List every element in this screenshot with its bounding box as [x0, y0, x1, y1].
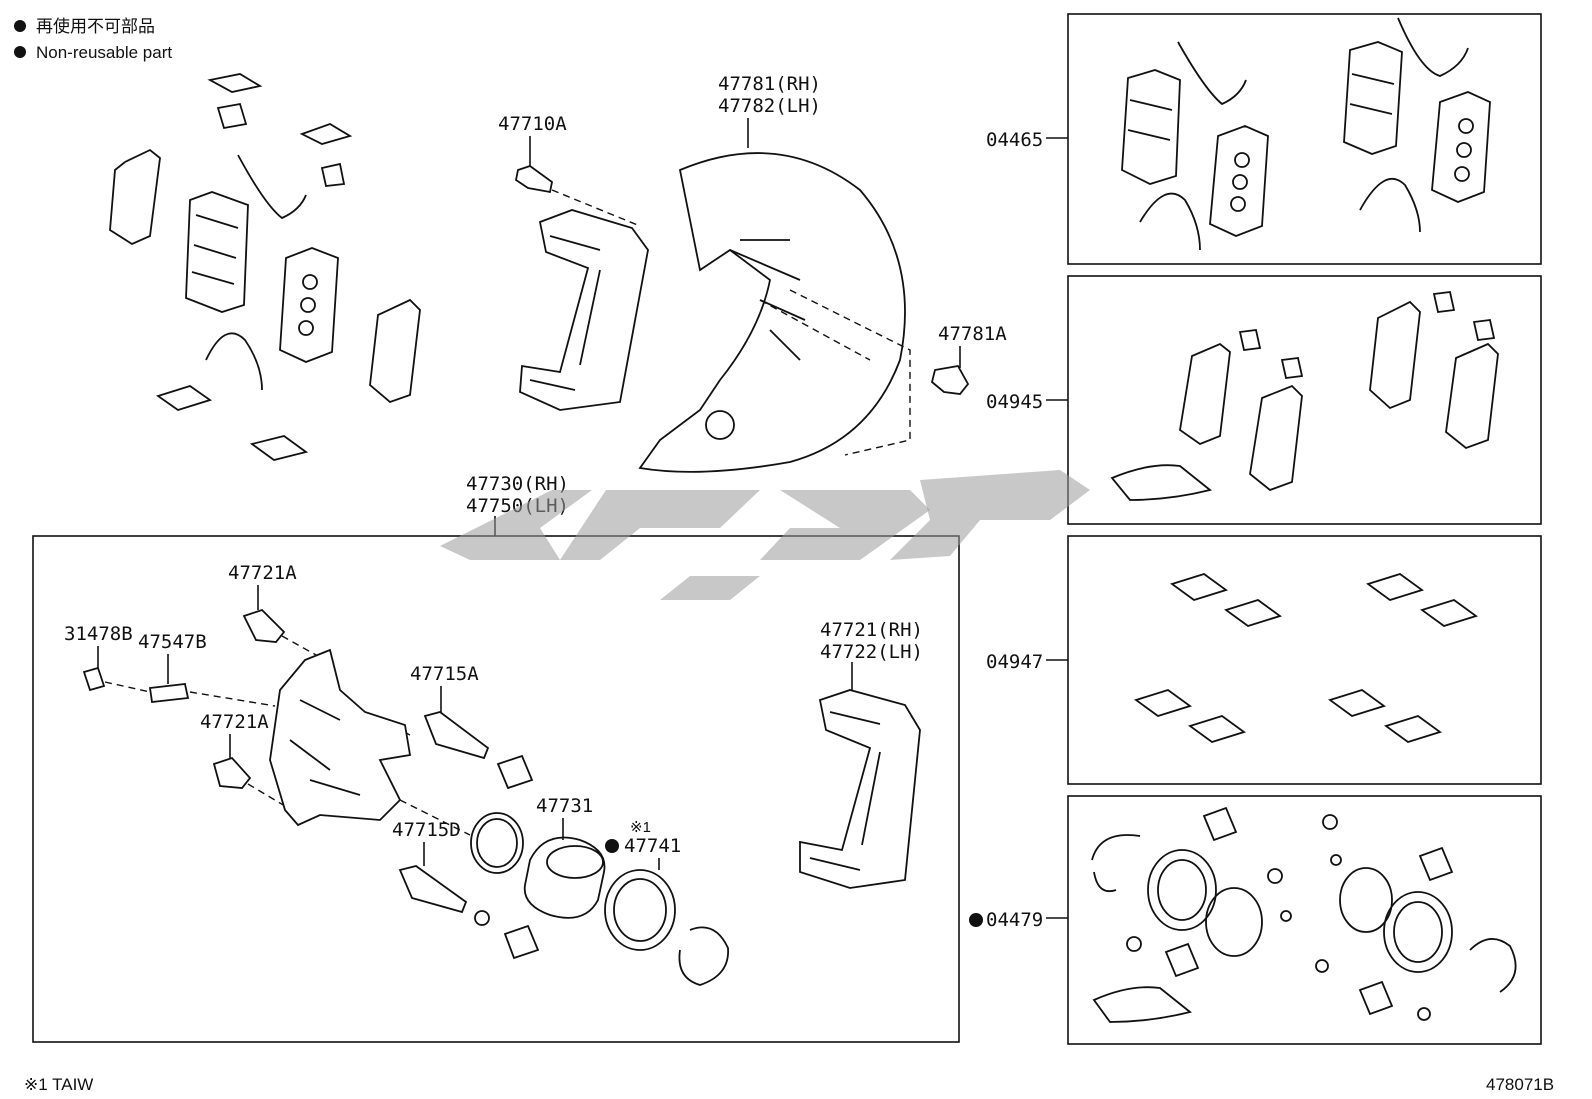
label-kit-04479: 04479	[986, 909, 1043, 931]
label-47710a: 47710A	[498, 113, 567, 135]
label-47741: 47741	[624, 835, 681, 857]
kit-box-04947	[1067, 535, 1542, 785]
dust-shield-illustration	[638, 152, 970, 473]
caliper-assembly-illustration	[82, 608, 921, 986]
label-31478b: 31478B	[64, 623, 133, 645]
kit-04479-illustration	[1091, 806, 1517, 1023]
label-47715a: 47715A	[410, 663, 479, 685]
kit-box-04945	[1067, 275, 1542, 525]
label-47741-mark: ※1	[630, 819, 651, 836]
caliper-bracket-top-illustration	[514, 164, 649, 411]
label-47722-lh: 47722(LH)	[820, 641, 923, 663]
label-47730-rh: 47730(RH)	[466, 473, 569, 495]
label-47781a: 47781A	[938, 323, 1007, 345]
label-47721-rh: 47721(RH)	[820, 619, 923, 641]
kit-box-04479	[1067, 795, 1542, 1045]
label-47731: 47731	[536, 795, 593, 817]
label-47781-rh: 47781(RH)	[718, 73, 821, 95]
filled-circle-icon	[14, 20, 26, 32]
filled-circle-icon	[969, 913, 983, 927]
label-kit-04465: 04465	[986, 129, 1043, 151]
label-47721a-top: 47721A	[228, 562, 297, 584]
kit-04465-illustration	[1121, 17, 1491, 251]
watermark-logo	[440, 470, 1090, 600]
label-kit-04945: 04945	[986, 391, 1043, 413]
part-labels: 47781(RH) 47782(LH) 47710A 47781A 47730(…	[64, 73, 1007, 857]
legend: 再使用不可部品 Non-reusable part	[14, 16, 172, 62]
label-47715d: 47715D	[392, 819, 461, 841]
leader-lines	[97, 118, 961, 870]
label-47782-lh: 47782(LH)	[718, 95, 821, 117]
label-47547b: 47547B	[138, 631, 207, 653]
kit-04947-illustration	[1134, 573, 1478, 743]
kit-box-04465	[1067, 13, 1542, 265]
diagram-code: 478071B	[1486, 1075, 1554, 1094]
legend-text-jp: 再使用不可部品	[36, 16, 155, 36]
kit-labels: 04465 04945 04947 04479	[969, 129, 1043, 931]
legend-text-en: Non-reusable part	[36, 43, 172, 62]
filled-circle-icon	[14, 46, 26, 58]
kit-04945-illustration	[1110, 291, 1499, 501]
label-kit-04947: 04947	[986, 651, 1043, 673]
caliper-assembly-frame	[32, 535, 960, 1043]
label-47721a-mid: 47721A	[200, 711, 269, 733]
footnote: ※1 TAIW	[24, 1075, 93, 1094]
filled-circle-icon	[605, 839, 619, 853]
brake-pad-cluster-illustration	[109, 73, 421, 461]
kit-boxes	[1046, 13, 1542, 1045]
